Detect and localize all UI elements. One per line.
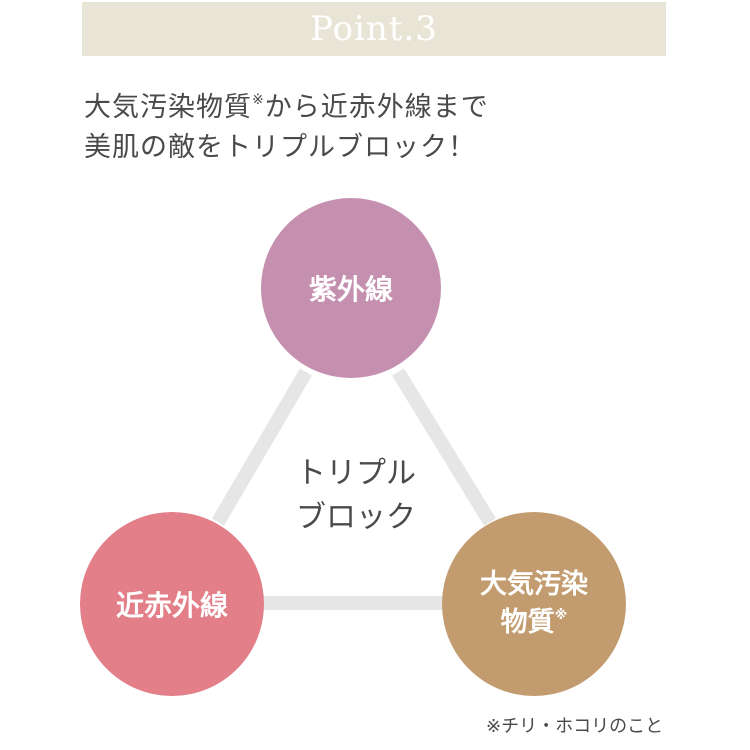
node-air-pollutants-line-2: 物質※ (480, 604, 588, 642)
headline-line-1: 大気汚染物質※から近赤外線まで (84, 88, 684, 128)
headline-line-1-main: 大気汚染物質 (84, 92, 252, 123)
node-air-pollutants-line-2-text: 物質 (500, 607, 555, 638)
node-air-pollutants: 大気汚染 物質※ (442, 512, 626, 696)
headline-line-2: 美肌の敵をトリプルブロック！ (84, 132, 476, 163)
point-title: Point.3 (310, 9, 438, 49)
edge-top-right (392, 368, 496, 526)
center-label-line-2: ブロック (296, 500, 416, 535)
node-air-pollutants-text: 大気汚染 物質※ (480, 566, 588, 642)
headline-note-mark: ※ (252, 92, 265, 108)
edge-top-left (211, 368, 313, 526)
center-label-line-1: トリプル (296, 456, 416, 491)
node-uv: 紫外線 (261, 198, 441, 378)
footnote: ※チリ・ホコリのこと (486, 716, 664, 737)
node-air-pollutants-note-mark: ※ (554, 608, 568, 623)
headline: 大気汚染物質※から近赤外線まで 美肌の敵をトリプルブロック！ (84, 88, 684, 168)
node-near-infrared-label: 近赤外線 (115, 589, 228, 622)
point-banner: Point.3 (82, 2, 666, 56)
headline-line-1-rest: から近赤外線まで (264, 92, 489, 123)
node-air-pollutants-line-1: 大気汚染 (480, 569, 588, 600)
node-near-infrared: 近赤外線 (80, 512, 264, 696)
triple-block-label: トリプル ブロック (276, 452, 436, 540)
node-uv-label: 紫外線 (308, 273, 393, 306)
